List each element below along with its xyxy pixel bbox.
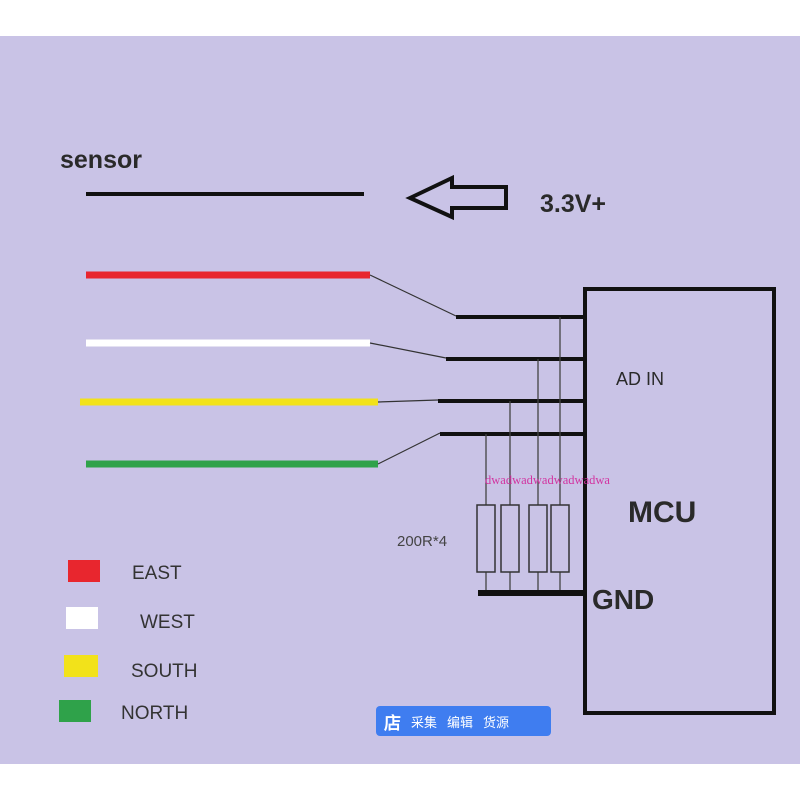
mcu-input-lines [438,315,585,436]
resistor-1 [476,504,496,573]
sensor-label: sensor [60,146,142,174]
resistor-2 [500,504,520,573]
legend-swatch-south [64,655,98,677]
legend: EAST WEST SOUTH NORTH [59,560,198,724]
resistor-3 [528,504,548,573]
collect-button[interactable]: 采集 [411,715,438,731]
connector-lines [369,274,457,465]
watermark-text: dwadwadwadwadwadwa [485,473,610,487]
legend-label-north: NORTH [121,703,188,724]
legend-label-south: SOUTH [131,661,198,682]
legend-swatch-north [59,700,91,722]
mcu-label: MCU [628,496,696,529]
edit-button[interactable]: 编辑 [447,715,474,731]
ad-in-label: AD IN [616,369,664,389]
legend-label-east: EAST [132,563,182,584]
legend-label-west: WEST [140,612,195,633]
legend-swatch-west [66,607,98,629]
store-logo-icon[interactable]: 店 [384,713,401,734]
gnd-label: GND [592,584,654,615]
resistor-label: 200R*4 [397,533,447,550]
floating-toolbar: 店 采集 编辑 货源 [376,706,551,736]
resistor-leads [485,317,561,592]
mcu-box [583,287,776,715]
power-label: 3.3V+ [540,190,606,218]
source-button[interactable]: 货源 [483,715,510,731]
resistors [476,504,570,573]
arrow-left-icon [405,174,508,221]
legend-swatch-east [68,560,100,582]
resistor-4 [550,504,570,573]
